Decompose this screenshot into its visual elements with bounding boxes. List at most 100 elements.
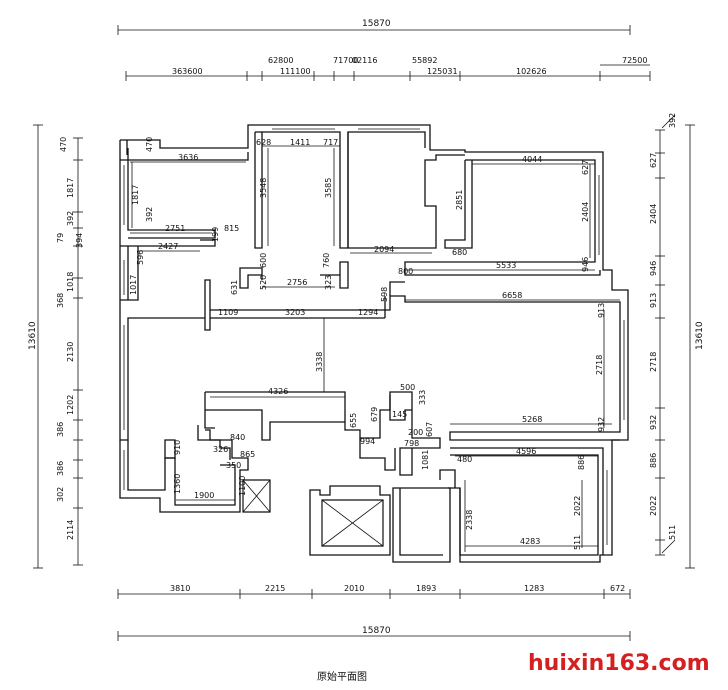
room-dim-511: 511: [573, 535, 582, 550]
right-total-label: 13610: [695, 321, 705, 350]
room-dim-607: 607: [425, 422, 434, 437]
left-dim-8: 2130: [66, 342, 75, 362]
left-dim-3: 392: [66, 211, 75, 226]
room-dim-2718: 2718: [595, 355, 604, 375]
top-dim-8: 102626: [516, 67, 547, 76]
room-dim-1017: 1017: [129, 275, 138, 295]
right-dim-9: 2022: [649, 496, 658, 516]
room-dim-480: 480: [457, 455, 472, 464]
bottom-dim-6: 672: [610, 584, 625, 593]
room-dim-1109: 1109: [218, 308, 238, 317]
room-dim-1294: 1294: [358, 308, 378, 317]
plan-caption: 原始平面图: [317, 670, 367, 683]
right-dim-1: 392: [668, 113, 677, 128]
bottom-dimensions: 3810 2215 2010 1893 1283 672 15870: [117, 584, 631, 641]
right-dim-3: 2404: [649, 204, 658, 224]
room-dim-5268: 5268: [522, 415, 542, 424]
room-dim-392: 392: [145, 207, 154, 222]
room-dim-800: 800: [398, 267, 413, 276]
top-dim-1: 363600: [172, 67, 203, 76]
room-dim-1081: 1081: [421, 450, 430, 470]
room-dim-5533: 5533: [496, 261, 516, 270]
room-dim-1817: 1817: [131, 185, 140, 205]
left-dim-6: 1018: [66, 272, 75, 292]
room-dim-886: 886: [577, 455, 586, 470]
room-dim-631: 631: [230, 280, 239, 295]
floor-plan-walls: [119, 124, 629, 563]
right-dim-2: 627: [649, 153, 658, 168]
room-dim-932: 932: [597, 417, 606, 432]
room-dim-840: 840: [230, 433, 245, 442]
room-dim-680: 680: [452, 248, 467, 257]
bottom-dim-3: 2010: [344, 584, 364, 593]
left-dim-10: 386: [56, 422, 65, 437]
room-dim-679: 679: [370, 407, 379, 422]
right-dimensions: 13610 392 627 2404 946 913 2718 932 886 …: [649, 113, 705, 569]
left-total-label: 13610: [28, 321, 38, 350]
left-dim-5: 394: [75, 233, 84, 248]
bottom-dim-5: 1283: [524, 584, 544, 593]
room-dim-350: 350: [226, 461, 241, 470]
room-dim-2022: 2022: [573, 496, 582, 516]
room-dim-4596: 4596: [516, 447, 536, 456]
room-dim-333: 333: [418, 390, 427, 405]
right-dim-5: 913: [649, 293, 658, 308]
room-dim-470: 470: [145, 137, 154, 152]
room-dim-2094: 2094: [374, 245, 394, 254]
room-dim-3548: 3548: [259, 178, 268, 198]
room-dim-326: 326: [213, 445, 228, 454]
bottom-total-label: 15870: [362, 626, 391, 636]
top-dim-5: 02116: [352, 56, 377, 65]
room-dim-2756: 2756: [287, 278, 307, 287]
room-dim-865: 865: [240, 450, 255, 459]
room-dim-717: 717: [323, 138, 338, 147]
room-dimensions: 3636 470 1817 392 2751 815 199 2427 596 …: [129, 137, 620, 552]
top-dimensions: 15870 363600 62800 111100 71700 02116 55…: [117, 19, 651, 81]
room-dim-655: 655: [349, 413, 358, 428]
bottom-dim-2: 2215: [265, 584, 285, 593]
room-dim-627: 627: [581, 160, 590, 175]
left-dimensions: 13610 470 1817 392 79 394 1018 368 2130 …: [28, 124, 84, 569]
left-dim-9: 1202: [66, 395, 75, 415]
right-dim-4: 946: [649, 261, 658, 276]
top-dim-9: 72500: [622, 56, 647, 65]
bottom-dim-1: 3810: [170, 584, 190, 593]
room-dim-798: 798: [404, 439, 419, 448]
room-dim-500: 500: [400, 383, 415, 392]
room-dim-3585: 3585: [324, 178, 333, 198]
top-dim-4: 71700: [333, 56, 358, 65]
room-dim-199: 199: [211, 227, 220, 242]
left-dim-7: 368: [56, 293, 65, 308]
room-dim-2338: 2338: [465, 510, 474, 530]
room-dim-913: 913: [597, 303, 606, 318]
room-dim-1900: 1900: [194, 491, 214, 500]
top-dim-6: 55892: [412, 56, 437, 65]
room-dim-145: 145: [392, 410, 407, 419]
room-dim-6658: 6658: [502, 291, 522, 300]
room-dim-2404: 2404: [581, 202, 590, 222]
room-dim-3636: 3636: [178, 153, 198, 162]
room-dim-910: 910: [173, 440, 182, 455]
left-dim-12: 302: [56, 487, 65, 502]
room-dim-4283: 4283: [520, 537, 540, 546]
bottom-dim-4: 1893: [416, 584, 436, 593]
right-dim-6: 2718: [649, 352, 658, 372]
top-total-label: 15870: [362, 19, 391, 29]
left-dim-2: 1817: [66, 178, 75, 198]
top-dim-7: 125031: [427, 67, 458, 76]
top-dim-3: 111100: [280, 67, 311, 76]
room-dim-994: 994: [360, 437, 375, 446]
right-dim-10: 511: [668, 525, 677, 540]
room-dim-598: 598: [380, 287, 389, 302]
left-dim-4: 79: [56, 233, 65, 243]
room-dim-1411: 1411: [290, 138, 310, 147]
room-dim-2751: 2751: [165, 224, 185, 233]
room-dim-815: 815: [224, 224, 239, 233]
room-dim-2851: 2851: [455, 190, 464, 210]
right-dim-7: 932: [649, 415, 658, 430]
room-dim-3203: 3203: [285, 308, 305, 317]
room-dim-200: 200: [408, 428, 423, 437]
windows: [123, 128, 625, 545]
room-dim-4044: 4044: [522, 155, 542, 164]
